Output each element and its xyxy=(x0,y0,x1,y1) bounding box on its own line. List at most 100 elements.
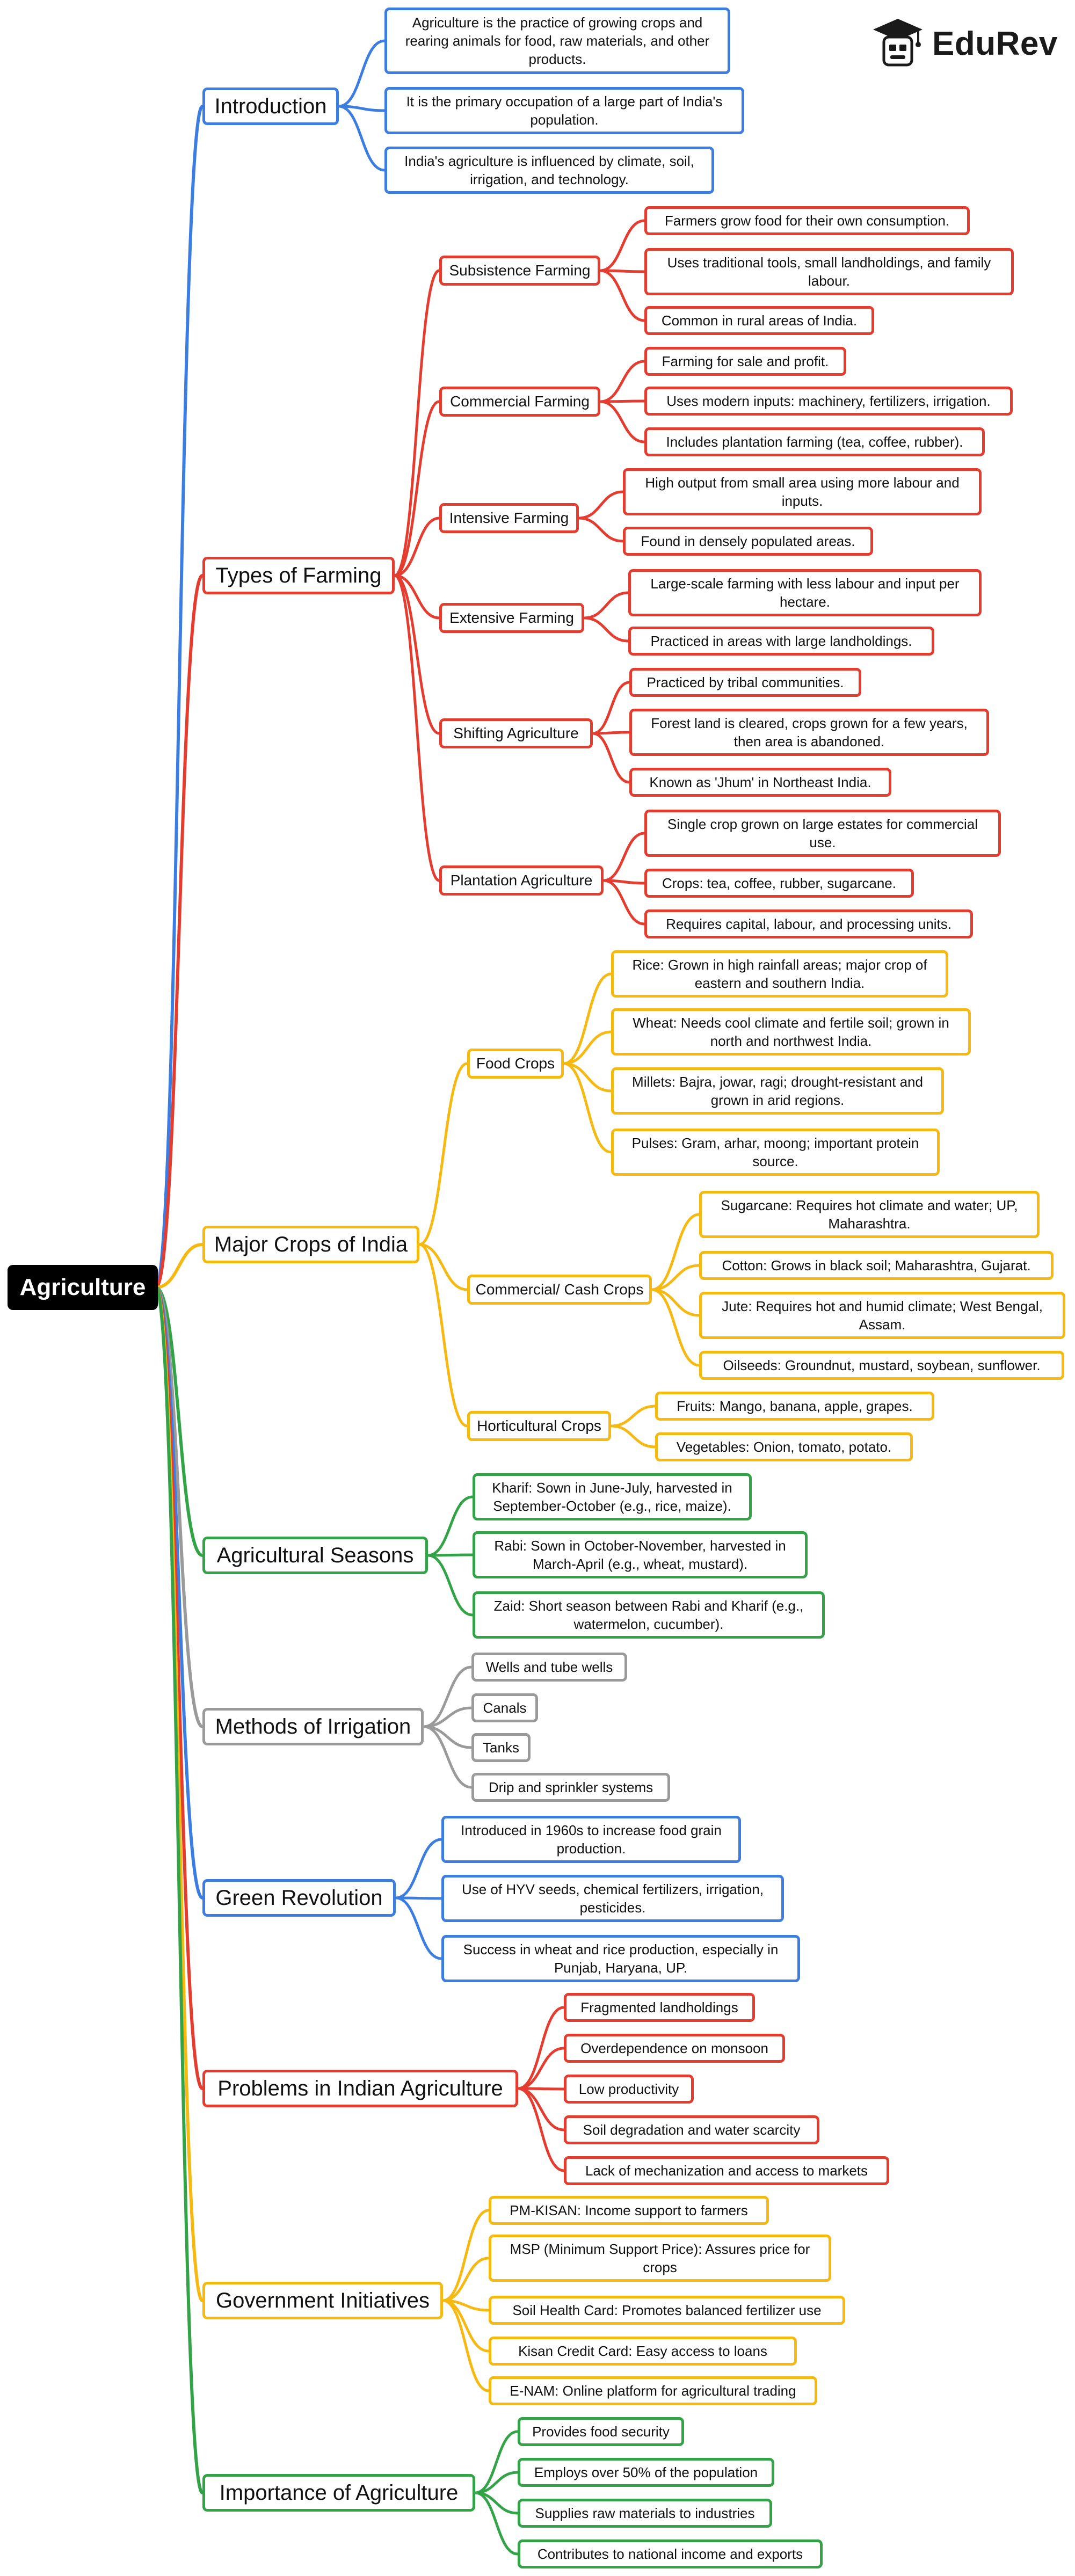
branch-to-child-connector xyxy=(394,1838,443,1900)
child-to-leaf-connector xyxy=(599,269,646,322)
branch-government-initiatives: Government Initiatives xyxy=(202,2282,443,2319)
green-revolution-leaf: Use of HYV seeds, chemical fertilizers, … xyxy=(441,1875,784,1922)
child-to-leaf-connector xyxy=(583,591,630,620)
importance-leaf: Provides food security xyxy=(518,2417,684,2446)
branch-problems: Problems in Indian Agriculture xyxy=(202,2070,518,2107)
branch-types-of-farming: Types of Farming xyxy=(202,557,395,594)
child-to-leaf-connector xyxy=(583,616,630,643)
food-crops-leaf: Pulses: Gram, arhar, moong; important pr… xyxy=(611,1129,940,1176)
child-to-leaf-connector xyxy=(650,1288,701,1367)
government-initiatives-leaf: MSP (Minimum Support Price): Assures pri… xyxy=(489,2235,831,2282)
government-initiatives-leaf: Soil Health Card: Promotes balanced fert… xyxy=(489,2296,845,2325)
food-crops-leaf: Millets: Bajra, jowar, ragi; drought-res… xyxy=(611,1067,944,1115)
introduction-leaf: Agriculture is the practice of growing c… xyxy=(384,8,730,74)
shifting-agriculture-node: Shifting Agriculture xyxy=(439,718,593,748)
branch-to-child-connector xyxy=(441,2257,490,2302)
child-to-leaf-connector xyxy=(609,1424,657,1449)
cash-crops-leaf: Sugarcane: Requires hot climate and wate… xyxy=(699,1191,1040,1238)
branch-to-child-connector xyxy=(393,574,441,735)
plantation-agriculture-leaf: Single crop grown on large estates for c… xyxy=(644,810,1001,857)
child-to-leaf-connector xyxy=(562,1030,613,1065)
government-initiatives-leaf: E-NAM: Online platform for agricultural … xyxy=(489,2376,817,2405)
cash-crops-node: Commercial/ Cash Crops xyxy=(467,1275,652,1305)
branch-to-child-connector xyxy=(474,2430,519,2494)
branch-to-child-connector xyxy=(393,574,441,882)
branch-to-child-connector xyxy=(517,2087,565,2172)
graduation-cap-mascot-icon xyxy=(871,16,925,72)
child-to-leaf-connector xyxy=(609,1405,657,1428)
problems-leaf: Soil degradation and water scarcity xyxy=(564,2115,819,2144)
child-to-leaf-connector xyxy=(599,399,646,403)
branch-to-child-connector xyxy=(426,1554,474,1617)
branch-to-child-connector xyxy=(422,1725,473,1789)
branch-to-child-connector xyxy=(517,2087,565,2131)
root-to-branch-connector xyxy=(154,574,204,1289)
child-to-leaf-connector xyxy=(577,490,624,520)
child-to-leaf-connector xyxy=(650,1264,701,1291)
child-to-leaf-connector xyxy=(599,400,646,443)
branch-to-child-connector xyxy=(517,2047,565,2090)
child-to-leaf-connector xyxy=(602,832,646,882)
child-to-leaf-connector xyxy=(562,1062,613,1093)
root-node: Agriculture xyxy=(8,1265,158,1310)
branch-introduction: Introduction xyxy=(202,88,339,125)
subsistence-farming-node: Subsistence Farming xyxy=(439,256,600,286)
root-to-branch-connector xyxy=(154,1243,204,1289)
root-to-branch-connector xyxy=(154,1286,204,1557)
branch-to-child-connector xyxy=(337,39,386,108)
problems-leaf: Low productivity xyxy=(564,2075,694,2104)
shifting-agriculture-leaf: Practiced by tribal communities. xyxy=(629,668,861,697)
child-to-leaf-connector xyxy=(591,731,631,735)
seasons-leaf: Kharif: Sown in June-July, harvested in … xyxy=(473,1473,752,1520)
food-crops-leaf: Wheat: Needs cool climate and fertile so… xyxy=(611,1008,971,1056)
subsistence-farming-leaf: Common in rural areas of India. xyxy=(644,306,874,335)
food-crops-leaf: Rice: Grown in high rainfall areas; majo… xyxy=(611,950,948,998)
child-to-leaf-connector xyxy=(591,681,631,735)
branch-to-child-connector xyxy=(393,516,441,577)
branch-to-child-connector xyxy=(418,1062,469,1246)
child-to-leaf-connector xyxy=(650,1213,701,1291)
branch-to-child-connector xyxy=(393,574,441,620)
extensive-farming-leaf: Practiced in areas with large landholdin… xyxy=(628,627,934,656)
cash-crops-leaf: Oilseeds: Groundnut, mustard, soybean, s… xyxy=(699,1351,1064,1380)
plantation-agriculture-leaf: Crops: tea, coffee, rubber, sugarcane. xyxy=(644,869,914,898)
government-initiatives-leaf: Kisan Credit Card: Easy access to loans xyxy=(489,2337,797,2366)
shifting-agriculture-leaf: Known as 'Jhum' in Northeast India. xyxy=(629,768,891,797)
branch-to-child-connector xyxy=(474,2491,519,2556)
branch-to-child-connector xyxy=(394,1896,443,1960)
green-revolution-leaf: Introduced in 1960s to increase food gra… xyxy=(441,1816,741,1863)
plantation-agriculture-leaf: Requires capital, labour, and processing… xyxy=(644,909,973,938)
problems-leaf: Lack of mechanization and access to mark… xyxy=(564,2156,889,2185)
branch-to-child-connector xyxy=(422,1706,473,1728)
irrigation-leaf: Tanks xyxy=(471,1733,531,1762)
branch-to-child-connector xyxy=(517,2006,565,2090)
extensive-farming-node: Extensive Farming xyxy=(439,603,584,633)
branch-to-child-connector xyxy=(337,105,386,172)
introduction-leaf: It is the primary occupation of a large … xyxy=(384,87,744,134)
shifting-agriculture-leaf: Forest land is cleared, crops grown for … xyxy=(629,709,989,756)
branch-agricultural-seasons: Agricultural Seasons xyxy=(202,1537,428,1574)
commercial-farming-node: Commercial Farming xyxy=(439,387,600,417)
root-to-branch-connector xyxy=(154,1286,204,2494)
horticultural-crops-node: Horticultural Crops xyxy=(467,1411,611,1441)
branch-to-child-connector xyxy=(393,269,441,577)
importance-leaf: Contributes to national income and expor… xyxy=(518,2539,823,2568)
branch-to-child-connector xyxy=(422,1665,473,1728)
branch-to-child-connector xyxy=(426,1495,474,1557)
commercial-farming-leaf: Includes plantation farming (tea, coffee… xyxy=(644,427,985,456)
intensive-farming-leaf: Found in densely populated areas. xyxy=(623,527,873,556)
importance-leaf: Supplies raw materials to industries xyxy=(518,2499,772,2528)
problems-leaf: Overdependence on monsoon xyxy=(564,2034,785,2063)
child-to-leaf-connector xyxy=(591,732,631,784)
root-to-branch-connector xyxy=(154,105,204,1289)
branch-methods-of-irrigation: Methods of Irrigation xyxy=(202,1708,424,1745)
intensive-farming-node: Intensive Farming xyxy=(439,503,579,533)
branch-importance: Importance of Agriculture xyxy=(202,2474,475,2512)
child-to-leaf-connector xyxy=(562,972,613,1065)
irrigation-leaf: Wells and tube wells xyxy=(471,1653,627,1682)
extensive-farming-leaf: Large-scale farming with less labour and… xyxy=(628,569,982,616)
edurev-logo: EduRev xyxy=(871,14,1064,73)
child-to-leaf-connector xyxy=(602,879,646,926)
cash-crops-leaf: Cotton: Grows in black soil; Maharashtra… xyxy=(699,1251,1054,1280)
